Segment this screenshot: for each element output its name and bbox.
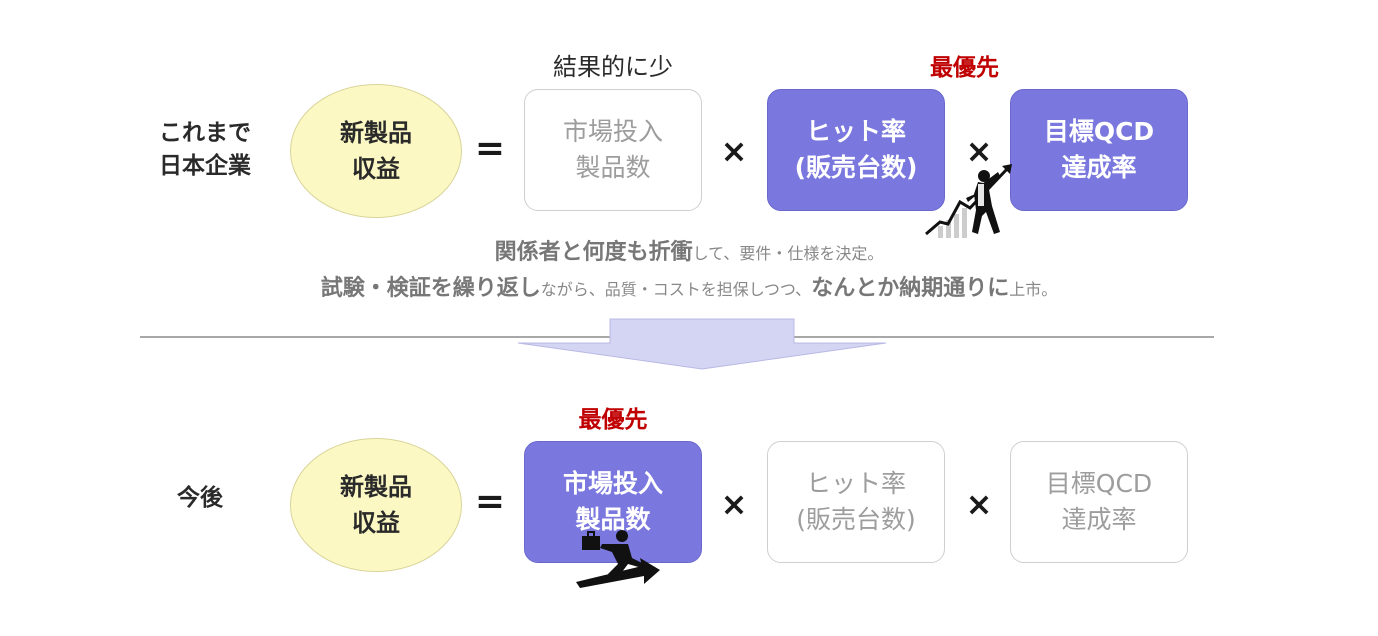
row-label-current-line1: これまで	[159, 120, 251, 146]
running-person-icon	[576, 530, 660, 588]
hit-line1-bottom: ヒット率	[805, 469, 906, 498]
explanation-line2-end: 上市。	[1009, 280, 1058, 299]
revenue-line2: 収益	[352, 155, 400, 183]
qcd-line2: 達成率	[1061, 153, 1137, 182]
row-label-future: 今後	[177, 485, 223, 511]
explanation-line-2: 試験・検証を繰り返しながら、品質・コストを担保しつつ、なんとか納期通りに上市。	[0, 270, 1378, 302]
explanation-line2-mid: ながら、品質・コストを担保しつつ、	[540, 280, 812, 299]
revenue-line1: 新製品	[340, 119, 412, 147]
box-qcd-rate-top: 目標QCD 達成率	[1010, 89, 1188, 211]
box-hit-rate-top: ヒット率 (販売台数)	[767, 89, 945, 211]
explanation-line1-rest: して、要件・仕様を決定。	[692, 244, 884, 263]
equals-sign-top: =	[474, 128, 506, 169]
explanation-line2-bold2: なんとか納期通りに	[811, 276, 1010, 301]
hit-line2: (販売台数)	[794, 153, 918, 182]
priority-label-top: 最優先	[930, 55, 999, 81]
explanation-line2-bold1: 試験・検証を繰り返し	[320, 276, 541, 301]
revenue-ellipse-top: 新製品 収益	[290, 84, 462, 218]
box-hit-rate-bottom: ヒット率 (販売台数)	[767, 441, 945, 563]
row-label-current: これまで 日本企業	[140, 117, 270, 183]
down-arrow-icon	[517, 318, 887, 370]
box-qcd-rate-bottom: 目標QCD 達成率	[1010, 441, 1188, 563]
revenue-ellipse-bottom: 新製品 収益	[290, 438, 462, 572]
multiply-sign-top-1: ×	[720, 132, 748, 170]
explanation-line-1: 関係者と何度も折衝して、要件・仕様を決定。	[0, 234, 1378, 266]
launch-line2: 製品数	[575, 153, 651, 182]
hit-line1: ヒット率	[805, 117, 906, 146]
hit-line2-bottom: (販売台数)	[796, 505, 916, 534]
launch-line1: 市場投入	[562, 117, 663, 146]
revenue-line1-bottom: 新製品	[340, 473, 412, 501]
priority-label-bottom: 最優先	[578, 407, 648, 433]
multiply-sign-bottom-1: ×	[720, 485, 748, 523]
row-label-current-line2: 日本企業	[159, 153, 251, 179]
launch-line1-bottom: 市場投入	[562, 469, 663, 498]
box-launch-count-top: 市場投入 製品数	[524, 89, 702, 211]
revenue-line2-bottom: 収益	[352, 509, 400, 537]
qcd-line1-bottom: 目標QCD	[1045, 469, 1153, 498]
qcd-line2-bottom: 達成率	[1061, 505, 1137, 534]
equals-sign-bottom: =	[474, 481, 506, 522]
launch-line2-bottom: 製品数	[575, 505, 651, 534]
box-launch-count-bottom: 市場投入 製品数	[524, 441, 702, 563]
multiply-sign-bottom-2: ×	[965, 485, 993, 523]
explanation-line1-bold: 関係者と何度も折衝	[494, 240, 693, 265]
climbing-person-icon	[925, 164, 1012, 238]
annotation-result-low: 結果的に少	[553, 53, 673, 81]
multiply-sign-top-2: ×	[965, 132, 993, 170]
qcd-line1: 目標QCD	[1043, 117, 1155, 146]
